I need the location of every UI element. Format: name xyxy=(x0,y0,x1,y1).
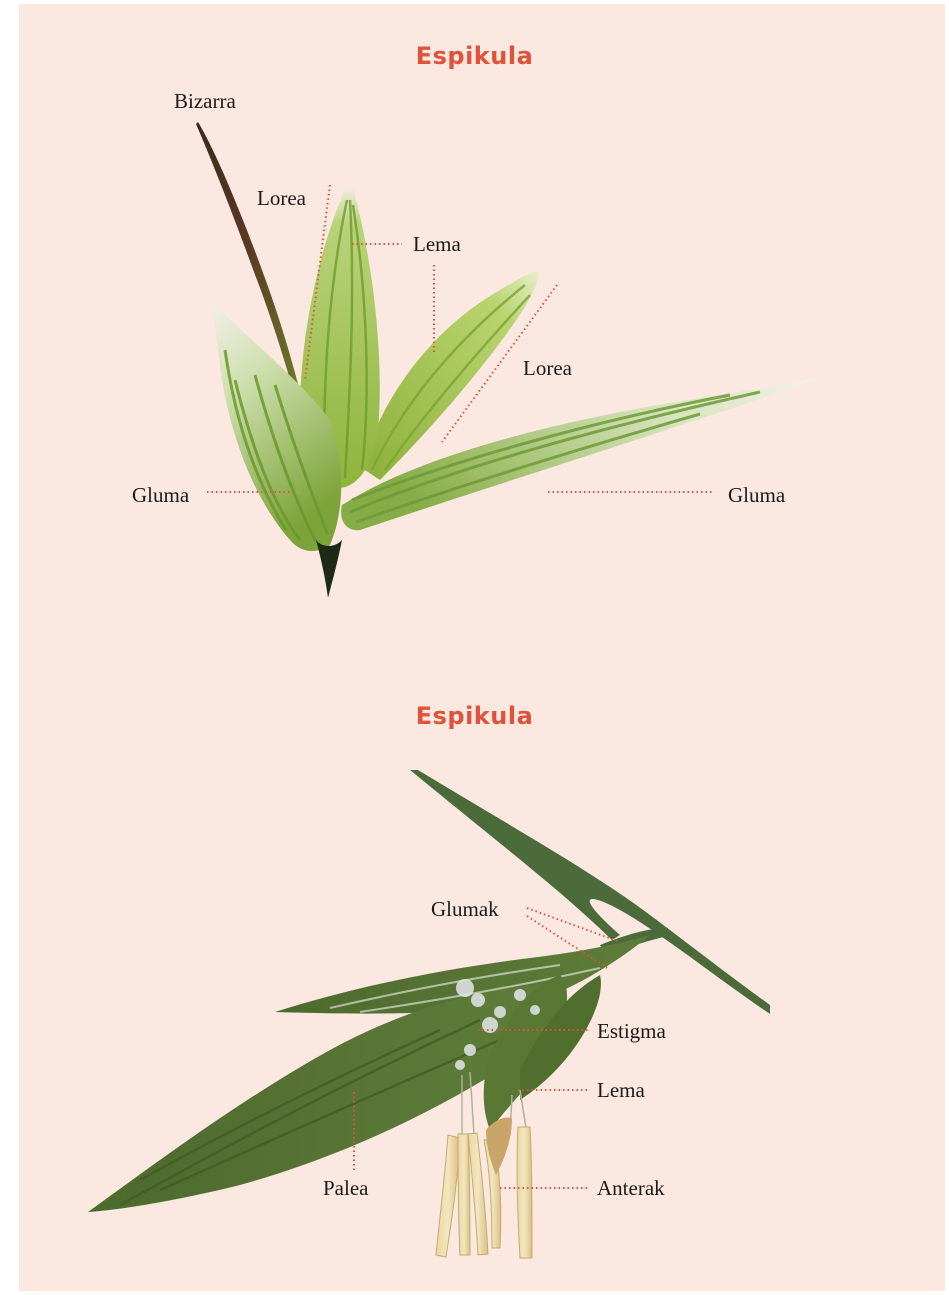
diagram-title-top: Espikula xyxy=(0,42,949,70)
label-palea: Palea xyxy=(323,1178,368,1199)
label-lema-bottom: Lema xyxy=(597,1080,645,1101)
label-lorea-left: Lorea xyxy=(257,188,306,209)
label-anterak: Anterak xyxy=(597,1178,665,1199)
label-bizarra: Bizarra xyxy=(174,91,236,112)
label-estigma: Estigma xyxy=(597,1021,666,1042)
diagram-title-bottom: Espikula xyxy=(0,702,949,730)
label-glumak: Glumak xyxy=(431,899,499,920)
label-gluma-left: Gluma xyxy=(132,485,189,506)
label-lema-top: Lema xyxy=(413,234,461,255)
label-gluma-right: Gluma xyxy=(728,485,785,506)
anthers xyxy=(436,1127,532,1258)
label-lorea-right: Lorea xyxy=(523,358,572,379)
spikelet-base xyxy=(316,540,342,598)
brome-spikelet-bottom xyxy=(88,770,770,1258)
